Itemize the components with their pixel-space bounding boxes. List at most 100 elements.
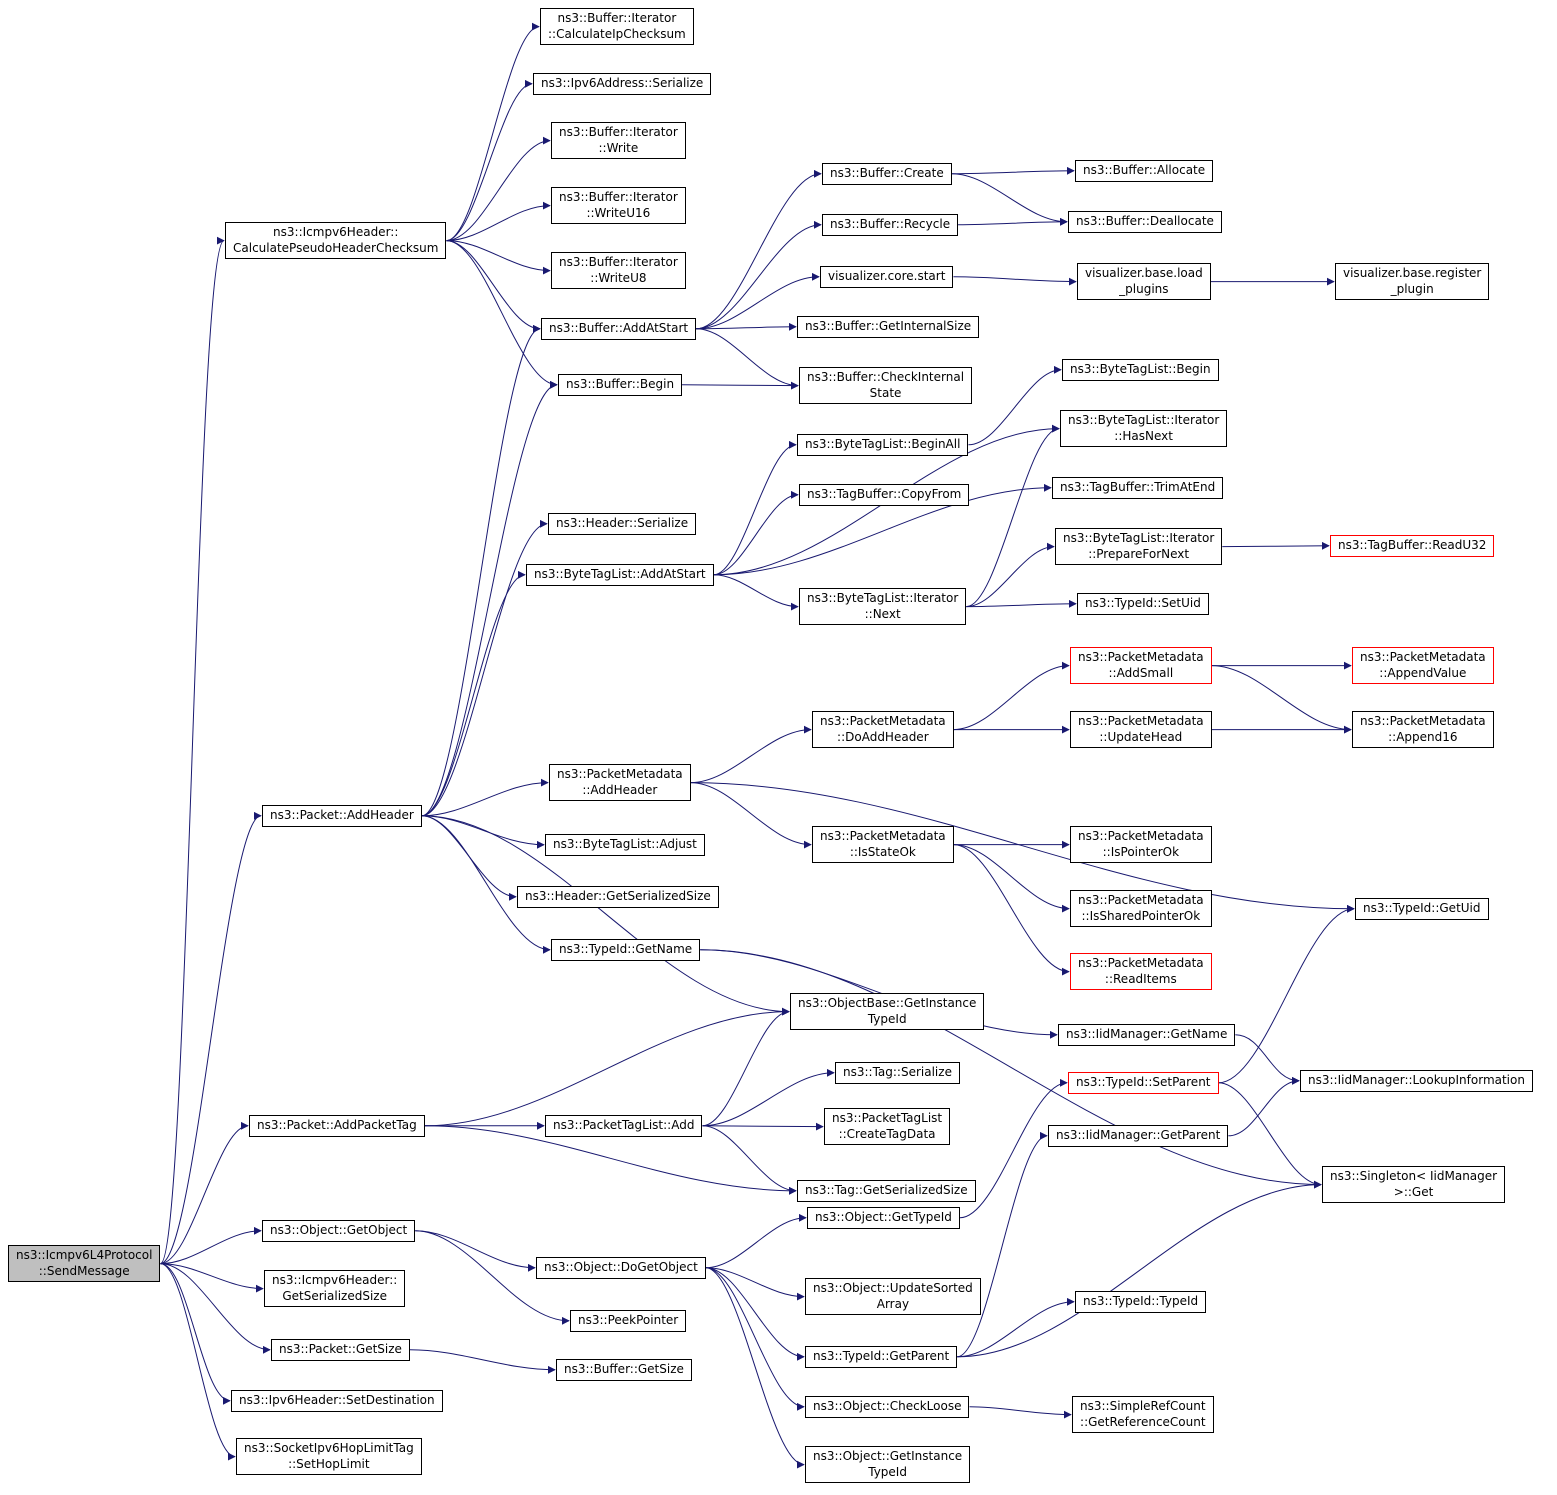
node-bufallocate[interactable]: ns3::Buffer::Allocate — [1075, 160, 1214, 182]
node-getname[interactable]: ns3::TypeId::GetName — [551, 939, 701, 961]
edge-pmisstateok-pmissharedptrok — [953, 844, 1070, 913]
node-label-line: ::UpdateHead — [1099, 729, 1183, 744]
node-label-line: ns3::TypeId::GetParent — [813, 1349, 950, 1363]
node-label-line: ns3::PeekPointer — [578, 1313, 679, 1327]
node-ipv6serialize[interactable]: ns3::Ipv6Address::Serialize — [533, 73, 712, 95]
node-btladdatstart[interactable]: ns3::ByteTagList::AddAtStart — [526, 564, 714, 586]
node-vizloadplugins[interactable]: visualizer.base.load_plugins — [1077, 263, 1211, 301]
edge-objgettypeid-setparent — [959, 1078, 1068, 1219]
node-iterwriteu16[interactable]: ns3::Buffer::Iterator::WriteU16 — [551, 187, 686, 225]
node-getrefcount[interactable]: ns3::SimpleRefCount::GetReferenceCount — [1072, 1396, 1214, 1434]
node-bufdeallocate[interactable]: ns3::Buffer::Deallocate — [1068, 211, 1222, 233]
node-pmreaditems[interactable]: ns3::PacketMetadata::ReadItems — [1070, 953, 1212, 991]
node-bufcreate[interactable]: ns3::Buffer::Create — [822, 163, 952, 185]
edge-btladdatstart-btlbeginall — [713, 440, 797, 576]
node-ptladd[interactable]: ns3::PacketTagList::Add — [545, 1115, 703, 1137]
node-tbreadu32[interactable]: ns3::TagBuffer::ReadU32 — [1330, 535, 1495, 557]
edge-objdogetobject-objgettypeid — [705, 1213, 807, 1269]
node-iterwriteu8[interactable]: ns3::Buffer::Iterator::WriteU8 — [551, 252, 686, 290]
node-lookupinfo[interactable]: ns3::IidManager::LookupInformation — [1300, 1070, 1533, 1092]
node-typeidctor[interactable]: ns3::TypeId::TypeId — [1075, 1291, 1207, 1313]
node-bufbegin[interactable]: ns3::Buffer::Begin — [558, 374, 683, 396]
node-label-line: CalculatePseudoHeaderChecksum — [233, 240, 439, 255]
node-bufgetinternalsize[interactable]: ns3::Buffer::GetInternalSize — [797, 316, 980, 338]
edge-pmaddheader-pmdoaddheader — [690, 725, 812, 784]
node-peekpointer[interactable]: ns3::PeekPointer — [570, 1310, 687, 1332]
node-bufaddatstart[interactable]: ns3::Buffer::AddAtStart — [541, 318, 697, 340]
node-sendmessage[interactable]: ns3::Icmpv6L4Protocol::SendMessage — [8, 1245, 161, 1283]
node-tbcopyfrom[interactable]: ns3::TagBuffer::CopyFrom — [799, 484, 970, 506]
node-calcpseudo[interactable]: ns3::Icmpv6Header::CalculatePseudoHeader… — [225, 222, 447, 260]
node-ptlcreatetagdata[interactable]: ns3::PacketTagList::CreateTagData — [824, 1108, 951, 1146]
node-pktgetsize[interactable]: ns3::Packet::GetSize — [271, 1339, 410, 1361]
node-label-line: ns3::TypeId::SetParent — [1076, 1075, 1211, 1089]
node-label-line: ::SendMessage — [38, 1263, 130, 1278]
node-objgetobject[interactable]: ns3::Object::GetObject — [262, 1220, 416, 1242]
node-iidgetparent[interactable]: ns3::IidManager::GetParent — [1048, 1125, 1229, 1147]
node-sethoplimit[interactable]: ns3::SocketIpv6HopLimitTag::SetHopLimit — [236, 1438, 422, 1476]
node-pmappendvalue[interactable]: ns3::PacketMetadata::AppendValue — [1352, 647, 1494, 685]
node-tagserialize[interactable]: ns3::Tag::Serialize — [835, 1062, 960, 1084]
node-pmupdatehead[interactable]: ns3::PacketMetadata::UpdateHead — [1070, 711, 1212, 749]
node-bufgetsize[interactable]: ns3::Buffer::GetSize — [556, 1359, 692, 1381]
edge-bufaddatstart-bufcreate — [696, 169, 822, 330]
node-btlhasnext[interactable]: ns3::ByteTagList::Iterator::HasNext — [1060, 410, 1228, 448]
node-label-line: ns3::PacketMetadata — [1078, 956, 1204, 970]
edge-iidgetparent-lookupinfo — [1228, 1076, 1300, 1137]
node-pmdoaddheader[interactable]: ns3::PacketMetadata::DoAddHeader — [812, 711, 954, 749]
node-calcipchecksum[interactable]: ns3::Buffer::Iterator::CalculateIpChecks… — [540, 8, 694, 46]
node-getuid[interactable]: ns3::TypeId::GetUid — [1355, 898, 1489, 920]
node-hdrgetserializedsize[interactable]: ns3::Header::GetSerializedSize — [517, 886, 719, 908]
node-pmissharedptrok[interactable]: ns3::PacketMetadata::IsSharedPointerOk — [1070, 890, 1212, 928]
node-taggetserializedsize[interactable]: ns3::Tag::GetSerializedSize — [797, 1180, 976, 1202]
node-setparent[interactable]: ns3::TypeId::SetParent — [1068, 1072, 1219, 1094]
node-label-line: ns3::Buffer::Iterator — [559, 125, 678, 139]
node-btlpreparefornext[interactable]: ns3::ByteTagList::Iterator::PrepareForNe… — [1055, 528, 1223, 566]
node-label-line: ::Append16 — [1388, 729, 1458, 744]
node-label-line: ns3::TagBuffer::TrimAtEnd — [1060, 480, 1216, 494]
node-pmaddheader[interactable]: ns3::PacketMetadata::AddHeader — [549, 764, 691, 802]
node-iidgetname[interactable]: ns3::IidManager::GetName — [1058, 1024, 1236, 1046]
node-btladjust[interactable]: ns3::ByteTagList::Adjust — [545, 834, 705, 856]
node-objgettypeid[interactable]: ns3::Object::GetTypeId — [807, 1207, 960, 1229]
node-hdrserialize[interactable]: ns3::Header::Serialize — [548, 513, 697, 535]
node-label-line: ns3::Buffer::Create — [830, 166, 944, 180]
node-bufrecycle[interactable]: ns3::Buffer::Recycle — [822, 214, 959, 236]
node-pmaddsmall[interactable]: ns3::PacketMetadata::AddSmall — [1070, 647, 1212, 685]
edge-typeidgetparent-singletonget — [957, 1180, 1322, 1358]
node-label-line: ns3::Object::CheckLoose — [813, 1399, 962, 1413]
node-btlbeginall[interactable]: ns3::ByteTagList::BeginAll — [797, 434, 969, 456]
node-pktaddheader[interactable]: ns3::Packet::AddHeader — [262, 805, 422, 827]
node-pmispointerok[interactable]: ns3::PacketMetadata::IsPointerOk — [1070, 826, 1212, 864]
node-vizregisterplugin[interactable]: visualizer.base.register_plugin — [1335, 263, 1490, 301]
node-btlnext[interactable]: ns3::ByteTagList::Iterator::Next — [799, 588, 967, 626]
node-btlbegin[interactable]: ns3::ByteTagList::Begin — [1062, 359, 1219, 381]
node-label-line: visualizer.base.load — [1085, 266, 1203, 280]
node-pmappend16[interactable]: ns3::PacketMetadata::Append16 — [1352, 711, 1494, 749]
node-tbtrimatend[interactable]: ns3::TagBuffer::TrimAtEnd — [1052, 477, 1224, 499]
node-pktaddpackettag[interactable]: ns3::Packet::AddPacketTag — [249, 1115, 425, 1137]
edge-calcpseudo-bufbegin — [446, 240, 558, 389]
node-label-line: ns3::PacketTagList::Add — [553, 1118, 695, 1132]
node-label-line: GetSerializedSize — [282, 1288, 387, 1303]
edge-calcpseudo-iterwriteu8 — [446, 240, 551, 275]
node-typeidgetparent[interactable]: ns3::TypeId::GetParent — [805, 1346, 958, 1368]
node-label-line: ns3::Tag::GetSerializedSize — [805, 1183, 968, 1197]
node-setuid[interactable]: ns3::TypeId::SetUid — [1077, 593, 1209, 615]
node-label-line: ns3::IidManager::GetParent — [1056, 1128, 1221, 1142]
edge-setparent-singletonget — [1218, 1082, 1322, 1189]
node-objdogetobject[interactable]: ns3::Object::DoGetObject — [536, 1257, 706, 1279]
node-pmisstateok[interactable]: ns3::PacketMetadata::IsStateOk — [812, 826, 954, 864]
node-objcheckloose[interactable]: ns3::Object::CheckLoose — [805, 1396, 970, 1418]
node-ipv6setdest[interactable]: ns3::Ipv6Header::SetDestination — [231, 1390, 443, 1412]
node-vizstart[interactable]: visualizer.core.start — [820, 266, 954, 288]
node-singletonget[interactable]: ns3::Singleton< IidManager>::Get — [1322, 1166, 1506, 1204]
node-icmpv6getserializedsize[interactable]: ns3::Icmpv6Header::GetSerializedSize — [264, 1270, 406, 1308]
node-iterwrite[interactable]: ns3::Buffer::Iterator::Write — [551, 122, 686, 160]
node-label-line: ns3::Object::DoGetObject — [544, 1260, 698, 1274]
node-label-line: ns3::Buffer::GetInternalSize — [805, 319, 972, 333]
